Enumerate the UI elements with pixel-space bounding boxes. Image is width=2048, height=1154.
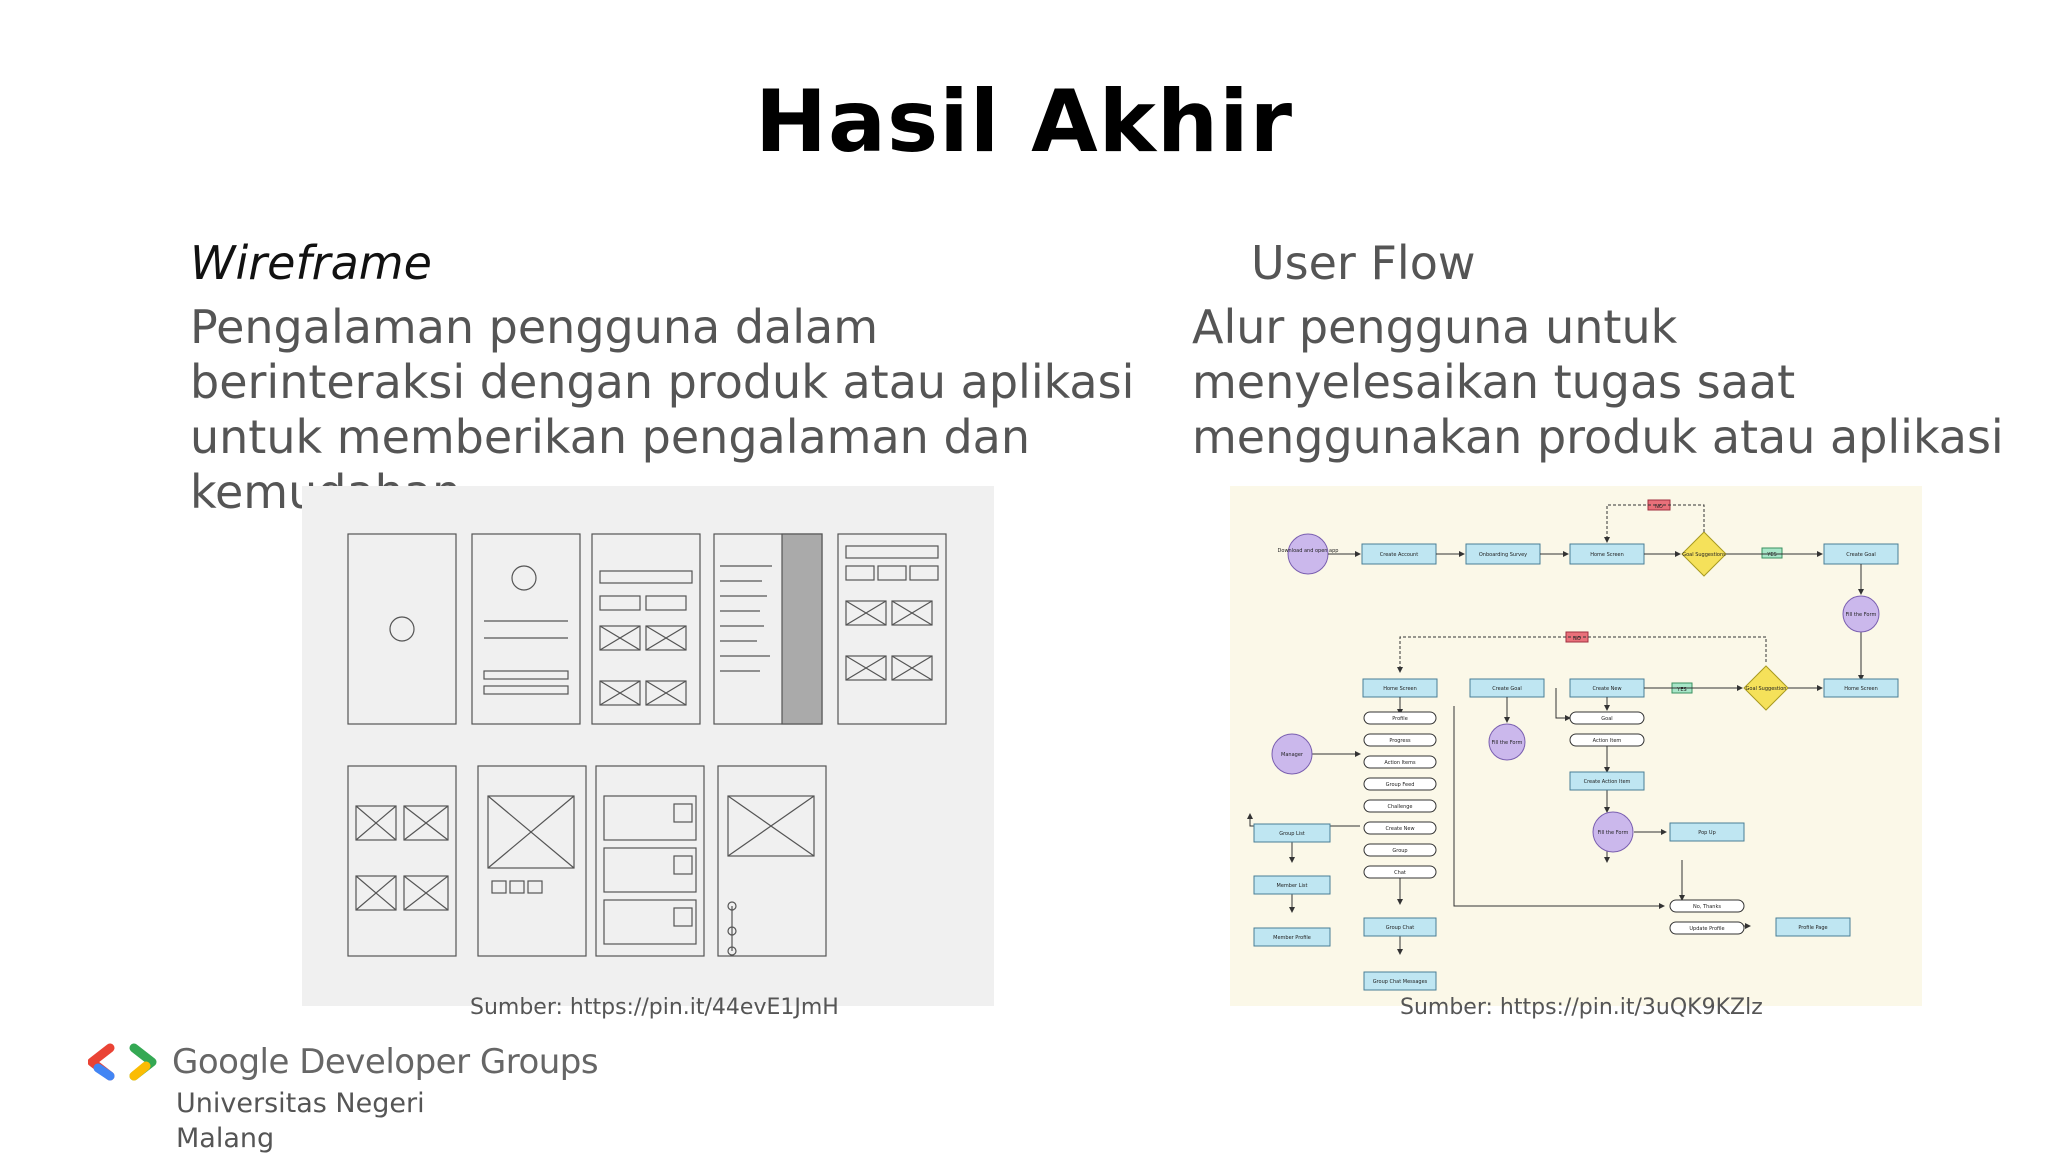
org-name-line2: Malang (176, 1123, 275, 1154)
wireframe-product-screen (477, 765, 587, 957)
flow-goal-suggestions-1: Goal Suggestions (1682, 552, 1726, 558)
flow-fill-form-2: Fill the Form (1492, 740, 1523, 746)
wireframe-heading: Wireframe (190, 236, 432, 290)
flow-menu-action-items: Action Items (1384, 760, 1416, 766)
flow-create-new: Create New (1592, 686, 1621, 692)
flow-menu-challenge: Challenge (1388, 804, 1413, 810)
wireframe-home-screen (591, 533, 701, 725)
flow-manager: Manager (1281, 752, 1304, 758)
wireframe-order-detail-screen (717, 765, 827, 957)
flow-menu-group-feed: Group Feed (1386, 782, 1415, 788)
flow-create-goal-2: Create Goal (1492, 686, 1522, 692)
flow-menu-profile: Profile (1392, 716, 1408, 722)
flow-goal-suggestion-2: Goal Suggestion (1746, 686, 1787, 692)
flow-profile-page: Profile Page (1798, 925, 1827, 931)
flow-no-thanks: No, Thanks (1693, 904, 1721, 910)
userflow-image: Download and open app Create Account Onb… (1230, 486, 1922, 1006)
wireframe-category-screen (837, 533, 947, 725)
flow-opt-action-item: Action Item (1593, 738, 1622, 744)
userflow-heading: User Flow (1251, 236, 1476, 290)
userflow-source: Sumber: https://pin.it/3uQK9KZlz (1400, 995, 1763, 1020)
flow-group-chat-messages: Group Chat Messages (1373, 979, 1428, 985)
flow-member-list: Member List (1277, 883, 1308, 889)
flow-menu-chat: Chat (1394, 870, 1406, 876)
flow-home-screen-2: Home Screen (1383, 686, 1417, 692)
flow-start-circle (1287, 533, 1329, 575)
flow-pop-up: Pop Up (1698, 830, 1716, 836)
flow-fill-form-3: Fill the Form (1598, 830, 1629, 836)
wireframe-description: Pengalaman pengguna dalam berinteraksi d… (190, 300, 1135, 519)
slide-title: Hasil Akhir (755, 72, 1293, 172)
flow-no-1: NO (1655, 504, 1663, 510)
flow-menu-create-new: Create New (1385, 826, 1414, 832)
flow-onboarding-survey: Onboarding Survey (1479, 552, 1527, 558)
flow-fill-form-1: Fill the Form (1846, 612, 1877, 618)
brand-name: Google Developer Groups (172, 1042, 599, 1082)
org-name-line1: Universitas Negeri (176, 1088, 425, 1119)
flow-group-chat: Group Chat (1386, 925, 1415, 931)
wireframe-source: Sumber: https://pin.it/44evE1JmH (470, 995, 839, 1020)
flow-menu-group: Group (1392, 848, 1407, 854)
userflow-diagram: Download and open app Create Account Onb… (1247, 499, 1899, 991)
flow-yes-2: YES (1676, 687, 1686, 693)
userflow-description: Alur pengguna untuk menyelesaikan tugas … (1192, 300, 2004, 464)
wireframe-login-screen (471, 533, 581, 725)
wireframe-splash-screen (347, 533, 457, 725)
flow-create-account: Create Account (1380, 552, 1418, 558)
flow-update-profile: Update Profile (1689, 926, 1724, 932)
flow-menu-progress: Progress (1389, 738, 1411, 744)
flow-download-label: Download and open app (1278, 548, 1339, 554)
flow-yes-1: YES (1766, 552, 1776, 558)
flow-member-profile: Member Profile (1273, 935, 1311, 941)
flow-home-screen-1: Home Screen (1590, 552, 1624, 558)
wireframe-offers-screen (347, 765, 457, 957)
flow-home-screen-3: Home Screen (1844, 686, 1878, 692)
flow-create-action-item: Create Action Item (1584, 779, 1631, 785)
gdg-logo-icon (88, 1043, 157, 1081)
flow-no-2: NO (1573, 636, 1581, 642)
wireframe-sketches (347, 533, 947, 957)
flow-group-list: Group List (1279, 831, 1305, 837)
flow-create-goal-1: Create Goal (1846, 552, 1876, 558)
wireframe-image (302, 486, 994, 1006)
flow-opt-goal: Goal (1601, 716, 1612, 722)
wireframe-orders-screen (595, 765, 705, 957)
